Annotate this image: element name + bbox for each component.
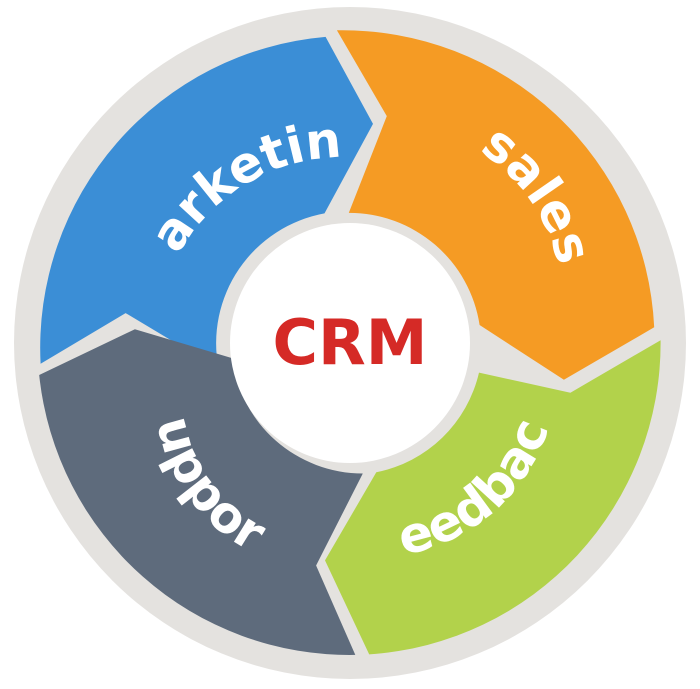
segments-group: [39, 30, 661, 655]
segment-marketing: [40, 36, 373, 369]
hub-label-crm: CRM: [273, 306, 428, 379]
hub-circle: [230, 223, 470, 463]
segment-sales: [336, 30, 655, 380]
segment-feedback: [325, 340, 661, 655]
segment-support: [39, 329, 363, 655]
